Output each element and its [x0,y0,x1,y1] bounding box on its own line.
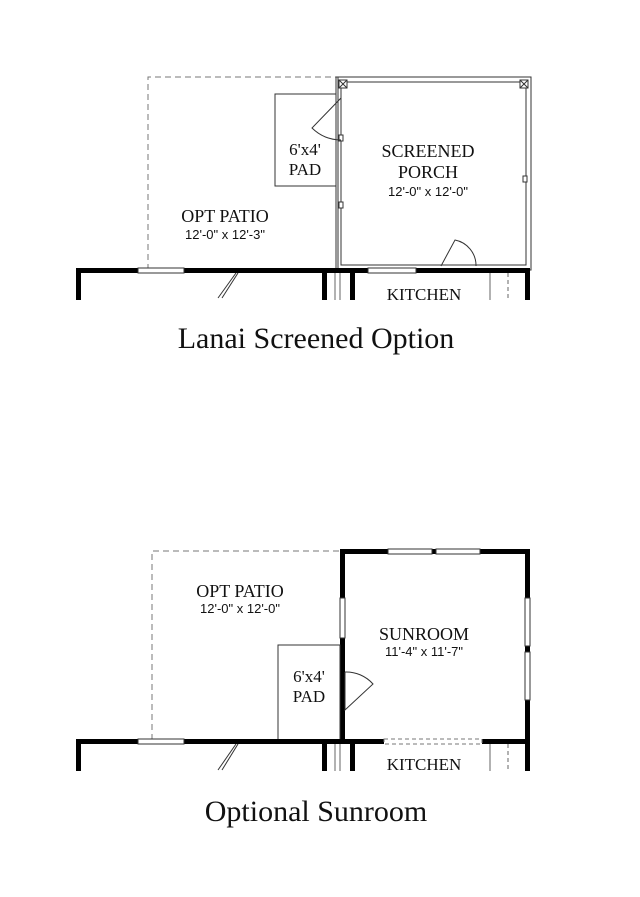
kitchen-label: KITCHEN [387,755,462,774]
pad-label: PAD [293,687,325,706]
door-swing-icon [344,671,374,712]
kitchen-label: KITCHEN [387,285,462,304]
door-swing-icon [311,97,342,141]
opt-patio-dimensions: 12'-0" x 12'-0" [200,601,280,616]
screened-porch-label: PORCH [398,162,458,182]
house-wall [76,738,530,771]
screened-porch-walls [335,76,532,271]
sunroom-dimensions: 11'-4" x 11'-7" [385,644,463,659]
pad-label: 6'x4' [289,140,321,159]
opt-patio-label: OPT PATIO [196,581,284,601]
pad-label: PAD [289,160,321,179]
screened-porch-label: SCREENED [381,141,474,161]
screened-porch-dimensions: 12'-0" x 12'-0" [388,184,468,199]
pad-label: 6'x4' [293,667,325,686]
sunroom-label: SUNROOM [379,624,469,644]
plan-caption: Optional Sunroom [205,795,428,828]
optional-sunroom-plan: OPT PATIO 12'-0" x 12'-0" SUNROOM 11'-4"… [76,548,531,828]
door-swing-icon [440,239,477,267]
house-wall [76,267,530,300]
opt-patio-label: OPT PATIO [181,206,269,226]
opt-patio-outline [151,550,343,740]
lanai-screened-option-plan: 6'x4' PAD SCREENED PORCH 12'-0" x 12'-0"… [76,76,532,355]
opt-patio-outline [147,76,338,270]
opt-patio-dimensions: 12'-0" x 12'-3" [185,227,265,242]
plan-caption: Lanai Screened Option [178,322,455,355]
sunroom-walls [339,548,531,744]
